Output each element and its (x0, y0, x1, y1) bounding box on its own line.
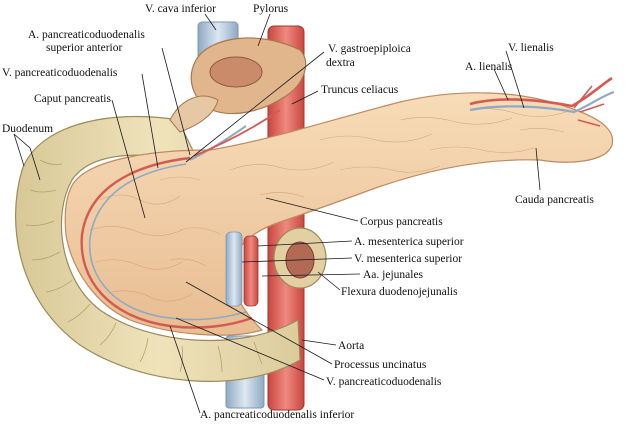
duodenum-loop (14, 115, 301, 382)
label-v-mesenterica-superior: V. mesenterica superior (354, 253, 462, 265)
sm-vein (225, 231, 243, 307)
label-v-lienalis: V. lienalis (508, 42, 554, 54)
pd-arcade-vein (88, 163, 247, 321)
label-v-pd-upper: V. pancreaticoduodenalis (2, 67, 118, 79)
label-flexura-duodenojejunalis: Flexura duodenojejunalis (341, 286, 458, 298)
pd-arcade-artery (80, 156, 253, 329)
pylorus-opening (209, 56, 263, 88)
label-truncus-celiacus: Truncus celiacus (321, 84, 399, 96)
splenic-artery (469, 76, 613, 108)
label-v-cava-inferior: V. cava inferior (145, 3, 216, 15)
label-aa-jejunales: Aa. jejunales (363, 269, 424, 281)
label-caput-pancreatis: Caput pancreatis (34, 93, 111, 105)
label-corpus-pancreatis: Corpus pancreatis (360, 216, 443, 228)
label-v-gastroepiploica-2: dextra (326, 57, 355, 69)
label-a-pd-inferior: A. pancreaticoduodenalis inferior (200, 409, 354, 421)
sm-artery (243, 235, 259, 307)
label-pylorus: Pylorus (253, 3, 289, 15)
label-processus-uncinatus: Processus uncinatus (334, 359, 427, 371)
splenic-branches (573, 85, 605, 127)
label-a-pd-sup-ant-2: superior anterior (46, 42, 122, 54)
label-a-pd-sup-ant-1: A. pancreaticoduodenalis (28, 29, 145, 41)
label-a-mesenterica-superior: A. mesenterica superior (354, 236, 464, 248)
label-aorta: Aorta (338, 340, 364, 352)
label-v-gastroepiploica-1: V. gastroepiploica (328, 43, 411, 55)
label-a-lienalis: A. lienalis (465, 61, 513, 73)
gastroduodenal-artery (193, 109, 281, 157)
label-v-pd-lower: V. pancreaticoduodenalis (326, 376, 442, 388)
duodenal-bulb (169, 95, 219, 133)
splenic-vein (469, 90, 615, 114)
duodenum-folds (25, 159, 263, 373)
leader-lines (13, 13, 541, 414)
label-duodenum: Duodenum (2, 123, 53, 135)
label-cauda-pancreatis: Cauda pancreatis (515, 194, 594, 206)
